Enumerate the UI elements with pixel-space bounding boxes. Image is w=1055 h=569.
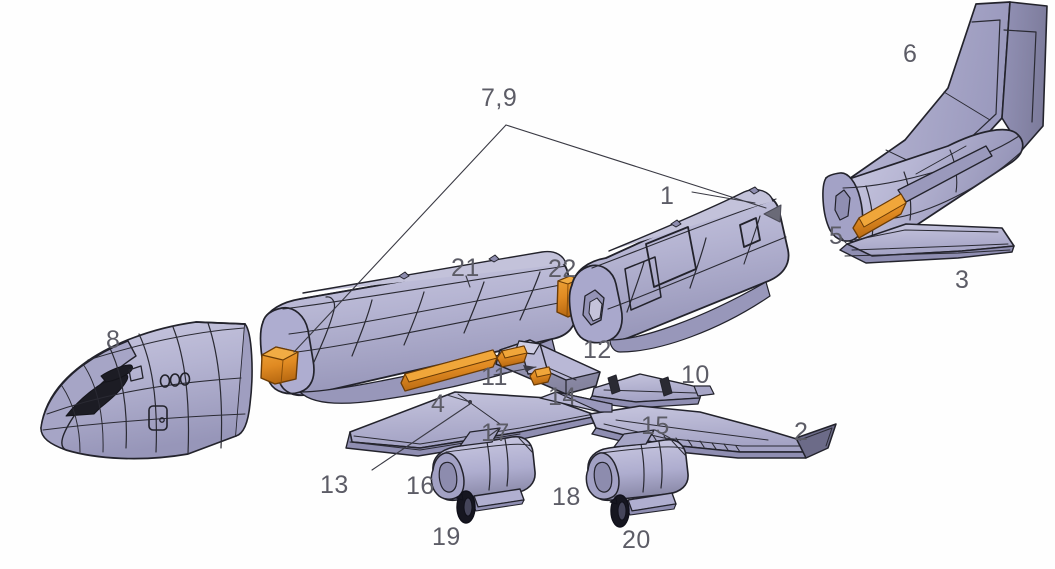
leader-1 [691,191,756,204]
callout-2: 2 [794,418,809,446]
part-forward-fuselage-21 [259,250,577,404]
callout-7-9: 7,9 [481,84,518,112]
leader-13 [371,403,471,471]
callout-16: 16 [406,472,435,500]
part-tail-assembly [822,1,1048,264]
leader-17 [488,427,501,437]
callout-20: 20 [622,526,651,554]
callout-3: 3 [955,266,970,294]
part-main-wing-4 [345,391,837,459]
leader-4 [446,394,471,403]
callout-5: 5 [829,222,844,250]
leader-7-9-right [505,124,767,209]
part-left-engine-16 [430,427,536,502]
callout-22: 22 [548,255,577,283]
leader-arrowhead-right [763,204,782,223]
callout-12: 12 [583,336,612,364]
part-right-engine-18 [585,429,689,502]
part-attach-bracket-14 [496,345,552,386]
callout-15: 15 [641,412,670,440]
callout-13: 13 [320,471,349,499]
part-right-landing-gear-20 [609,492,677,528]
leader-5 [839,235,847,244]
callout-18: 18 [552,483,581,511]
part-nose-cone-8 [40,321,253,460]
callout-6: 6 [903,40,918,68]
callout-21: 21 [451,254,480,282]
leader-7-9-left [293,124,507,353]
callout-14: 14 [548,383,577,411]
callout-11: 11 [481,363,508,391]
callout-1: 1 [660,182,675,210]
callout-8: 8 [106,326,121,354]
part-aft-fuselage-1 [568,186,790,353]
part-flap-track-10 [587,373,715,409]
callout-19: 19 [432,523,461,551]
callout-10: 10 [681,361,710,389]
leader-lines [293,124,847,471]
leader-15 [654,429,671,439]
callout-17: 17 [481,419,510,447]
callout-4: 4 [431,390,446,418]
connector-block-left [260,346,299,385]
leader-21 [465,275,471,288]
part-left-landing-gear-19 [455,488,525,524]
